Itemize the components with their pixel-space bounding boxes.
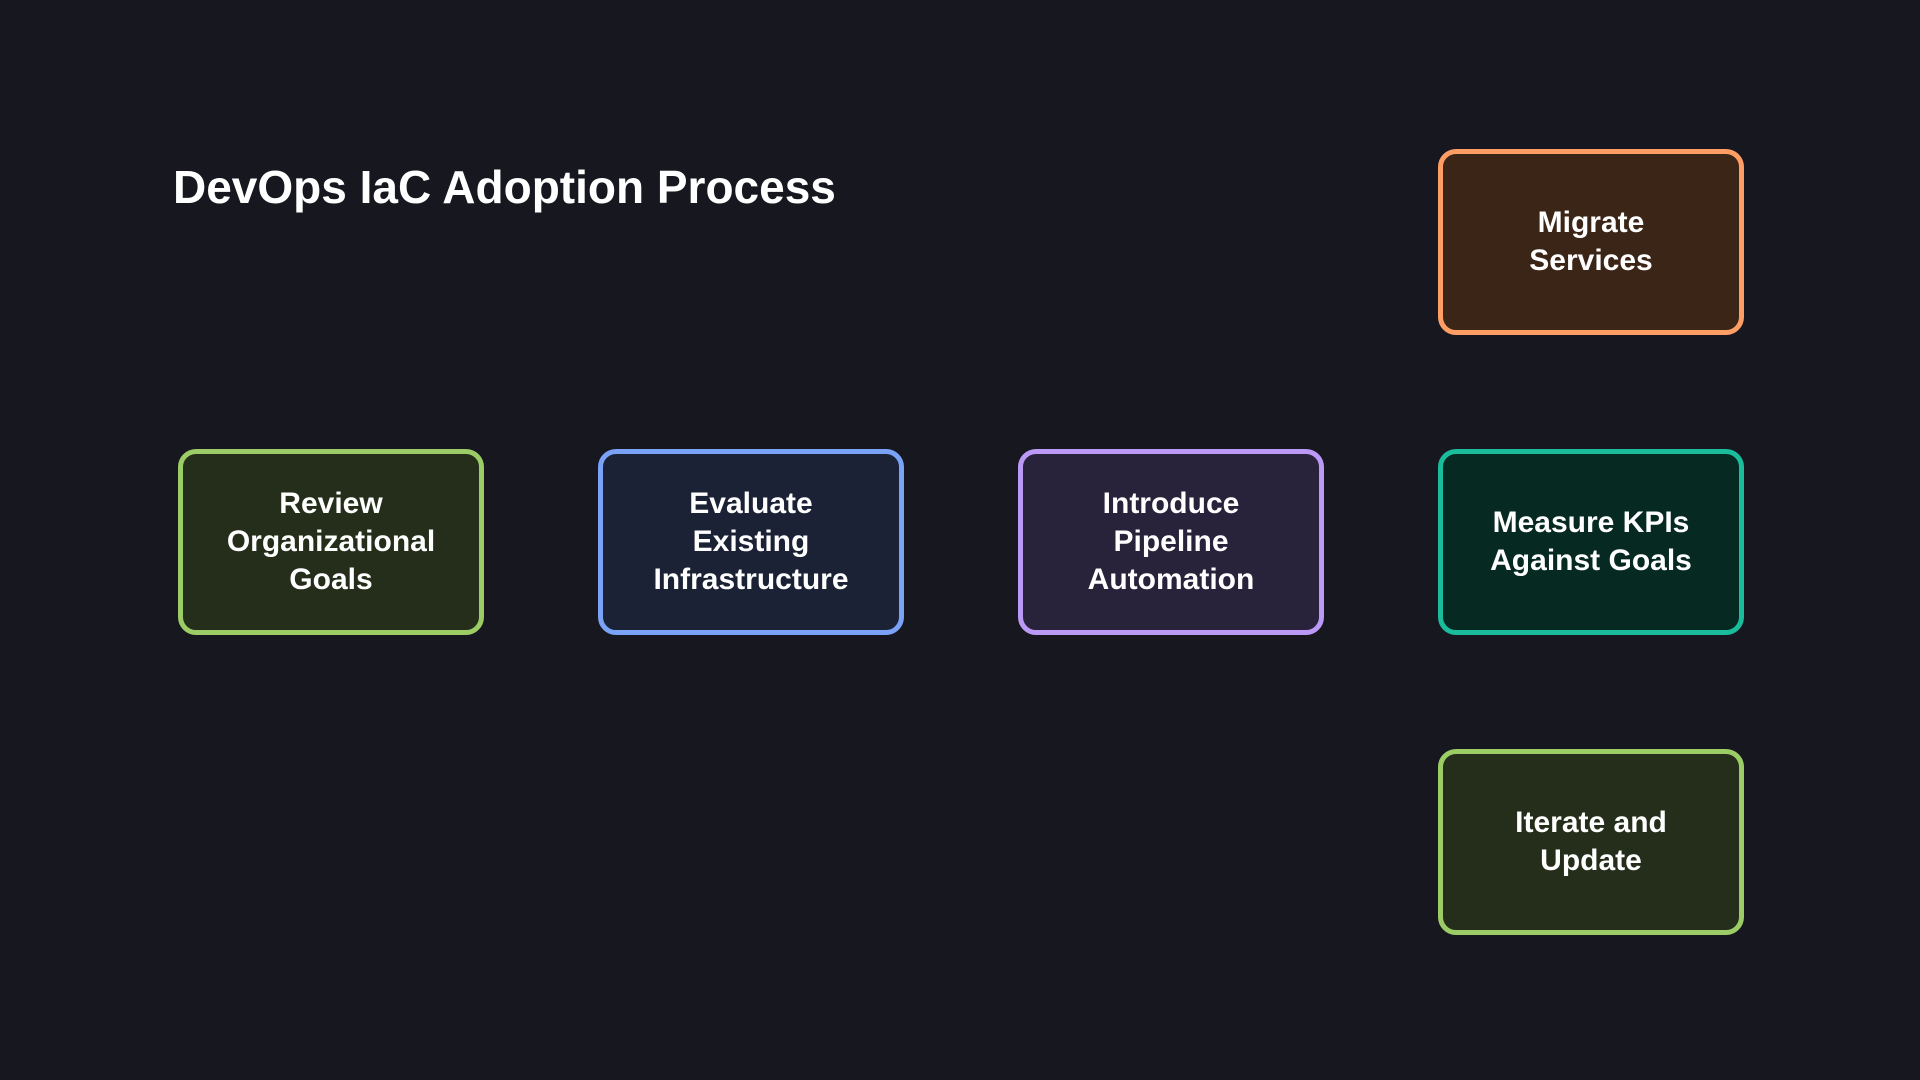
node-review-organizational-goals[interactable]: Review Organizational Goals xyxy=(178,449,484,635)
node-label: Introduce Pipeline Automation xyxy=(1087,487,1255,596)
node-label: Measure KPIs Against Goals xyxy=(1490,506,1692,577)
node-label: Iterate and Update xyxy=(1515,806,1667,877)
node-migrate-services[interactable]: Migrate Services xyxy=(1438,149,1744,335)
node-evaluate-existing-infrastructure[interactable]: Evaluate Existing Infrastructure xyxy=(598,449,904,635)
node-label: Evaluate Existing Infrastructure xyxy=(653,487,849,596)
diagram-title: DevOps IaC Adoption Process xyxy=(173,161,836,213)
node-label: Review Organizational Goals xyxy=(226,487,436,596)
node-measure-kpis-against-goals[interactable]: Measure KPIs Against Goals xyxy=(1438,449,1744,635)
node-introduce-pipeline-automation[interactable]: Introduce Pipeline Automation xyxy=(1018,449,1324,635)
node-iterate-and-update[interactable]: Iterate and Update xyxy=(1438,749,1744,935)
node-label: Migrate Services xyxy=(1529,206,1653,277)
